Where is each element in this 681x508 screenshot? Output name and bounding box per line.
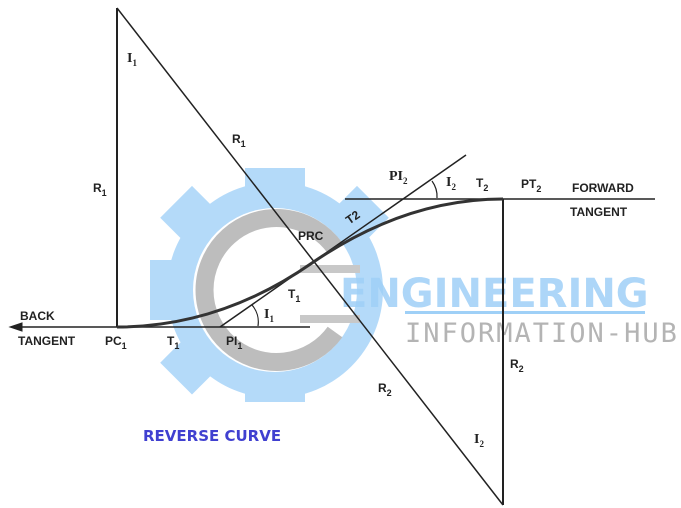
label-r1-diagonal: R1 [232,132,246,149]
label-t1-curve: T1 [288,287,300,304]
label-i1-angle: I1 [264,307,274,324]
angle-i1-arc [251,304,259,327]
label-i1-top: I1 [127,51,137,68]
label-forward: FORWARD [572,181,634,195]
angle-i2-arc [431,180,438,199]
label-r1-vertical: R1 [93,181,107,198]
reverse-curve-path [116,197,504,329]
tangent-pi1-pi2-line [219,154,467,328]
label-pi1: PI1 [226,334,242,351]
label-pi2: PI2 [389,169,408,186]
label-tangent-forward: TANGENT [570,205,628,219]
watermark-logo: ENGINEERING INFORMATION-HUB [150,168,679,402]
label-t2-top: T2 [476,176,488,193]
label-r2-vertical: R2 [510,357,524,374]
label-tangent-back: TANGENT [18,334,76,348]
label-back: BACK [20,309,55,323]
diagram-caption: REVERSE CURVE [143,427,281,445]
label-r2-diagonal: R2 [378,381,392,398]
label-prc: PRC [298,229,324,243]
label-i2-angle: I2 [446,175,456,192]
geometry-lines [8,7,655,506]
arrow-left-icon [8,322,23,332]
label-pt2: PT2 [521,177,541,194]
label-pc1: PC1 [105,334,127,351]
radius-diagonal-line [116,7,504,506]
label-i2-bottom: I2 [474,432,484,449]
watermark-line1: ENGINEERING [340,271,649,317]
c-letter-icon [195,209,343,371]
label-t1-base: T1 [167,334,179,351]
watermark-line2: INFORMATION-HUB [405,318,679,349]
